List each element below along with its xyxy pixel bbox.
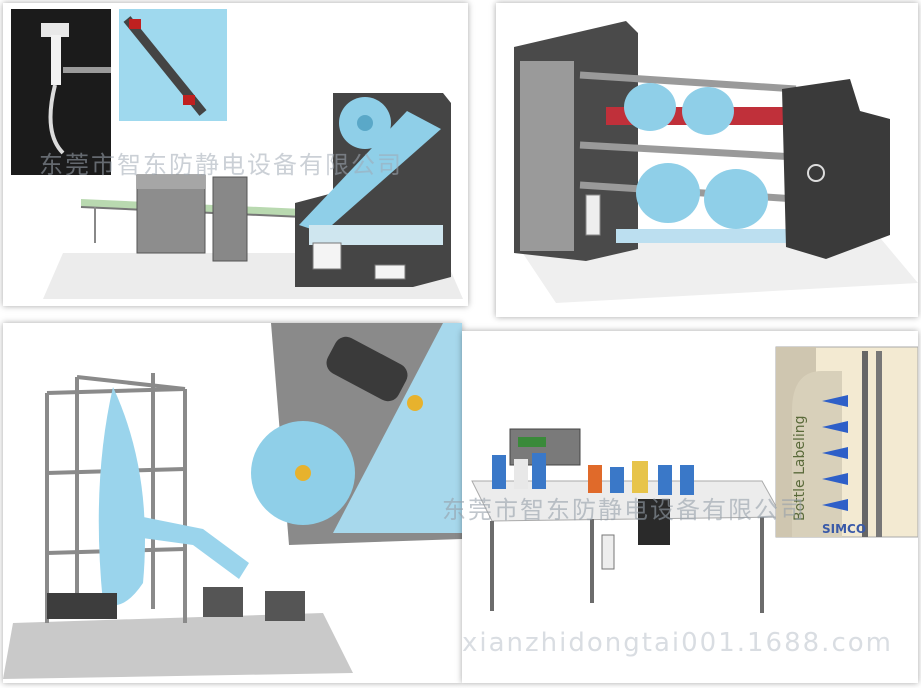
film-tower-illustration [3, 323, 462, 679]
image-panel-film-tower [3, 323, 462, 683]
image-panel-slitter-machine [496, 3, 918, 317]
bottle-labeling-illustration: Bottle Labeling SIMCO [471, 346, 918, 613]
simco-brand-text: SIMCO [822, 522, 866, 536]
image-panel-bottle-labeling: Bottle Labeling SIMCO [462, 331, 918, 683]
bottle-labeling-text: Bottle Labeling [792, 415, 808, 521]
conveyor-line-illustration [11, 9, 463, 299]
image-panel-conveyor-line: 东莞市智东防静电设备有限公司 [3, 3, 468, 306]
slitter-machine-illustration [514, 21, 918, 303]
